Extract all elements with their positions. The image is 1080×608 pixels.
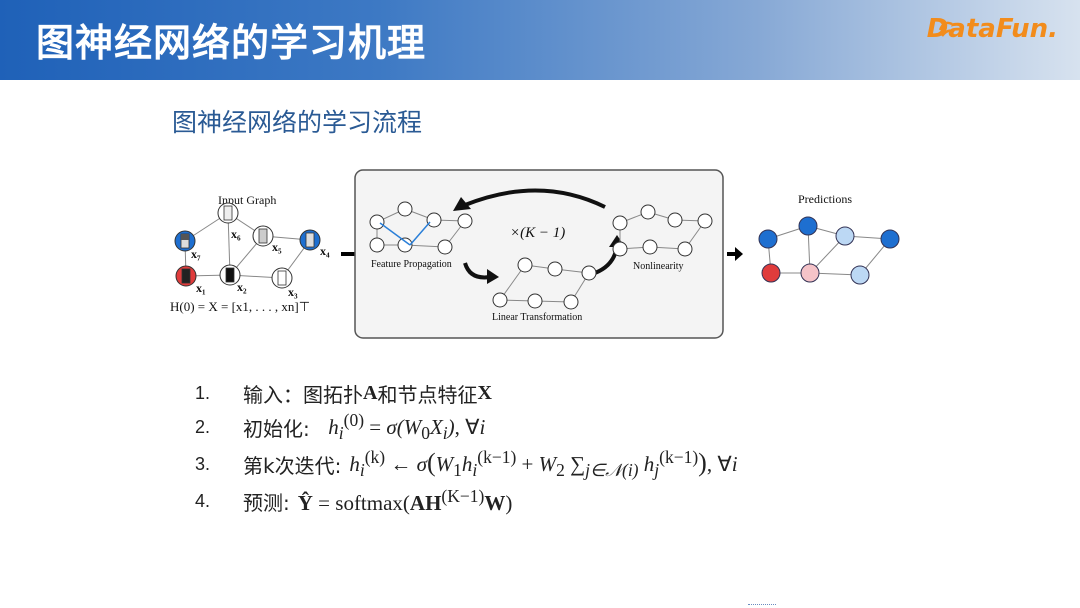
svg-text:x₆: x₆ — [231, 227, 241, 241]
nonlinearity-label: Nonlinearity — [633, 261, 684, 272]
header-bar: 图神经网络的学习机理 DataFun. — [0, 0, 1080, 80]
step-list: 1. 输入：图拓扑 A 和节点特征 X 2. 初始化: hi(0) = σ(W0… — [195, 376, 738, 518]
page-title: 图神经网络的学习机理 — [36, 12, 426, 67]
adjacency-symbol: A — [363, 382, 377, 405]
h0-equation: H(0) = X = [x1, . . . , xn]⊤ — [170, 299, 310, 314]
iteration-formula: hi(k) ← σ(W1hi(k−1) + W2 ∑j∈𝒩(i) hj(k−1)… — [349, 447, 737, 481]
section-subtitle: 图神经网络的学习流程 — [172, 103, 422, 139]
svg-text:x₂: x₂ — [237, 280, 247, 294]
svg-text:x₇: x₇ — [191, 247, 201, 261]
step-4: 4. 预测: Ŷ = softmax(AH(K−1)W) — [195, 484, 738, 518]
init-formula: hi(0) = σ(W0Xi), ∀i — [318, 410, 486, 444]
step-label-mid: 和节点特征 — [377, 379, 477, 408]
step-label: 初始化: — [243, 413, 310, 442]
svg-text:x₄: x₄ — [320, 244, 330, 258]
feature-symbol: X — [477, 382, 491, 405]
svg-text:x₁: x₁ — [196, 281, 206, 295]
step-1: 1. 输入：图拓扑 A 和节点特征 X — [195, 376, 738, 410]
step-label: 预测: — [243, 487, 290, 516]
datafun-logo: DataFun. — [927, 14, 1058, 44]
feature-propagation-label: Feature Propagation — [371, 259, 452, 270]
linear-transformation-label: Linear Transformation — [492, 312, 582, 323]
loop-label: ×(K − 1) — [510, 225, 565, 241]
footer-mark — [748, 598, 776, 605]
step-number: 3. — [195, 454, 243, 475]
step-label: 第k次迭代: — [243, 450, 341, 479]
step-2: 2. 初始化: hi(0) = σ(W0Xi), ∀i — [195, 410, 738, 444]
step-3: 3. 第k次迭代: hi(k) ← σ(W1hi(k−1) + W2 ∑j∈𝒩(… — [195, 444, 738, 484]
step-number: 1. — [195, 383, 243, 404]
step-number: 4. — [195, 491, 243, 512]
step-number: 2. — [195, 417, 243, 438]
predictions-title: Predictions — [798, 192, 852, 206]
svg-text:x₃: x₃ — [288, 285, 298, 299]
svg-text:x₅: x₅ — [272, 240, 282, 254]
prediction-formula: Ŷ = softmax(AH(K−1)W) — [298, 486, 513, 516]
gnn-pipeline-figure: Input Graph x₆ x₅ x₇ x₄ — [165, 165, 905, 345]
step-label: 输入：图拓扑 — [243, 379, 363, 408]
